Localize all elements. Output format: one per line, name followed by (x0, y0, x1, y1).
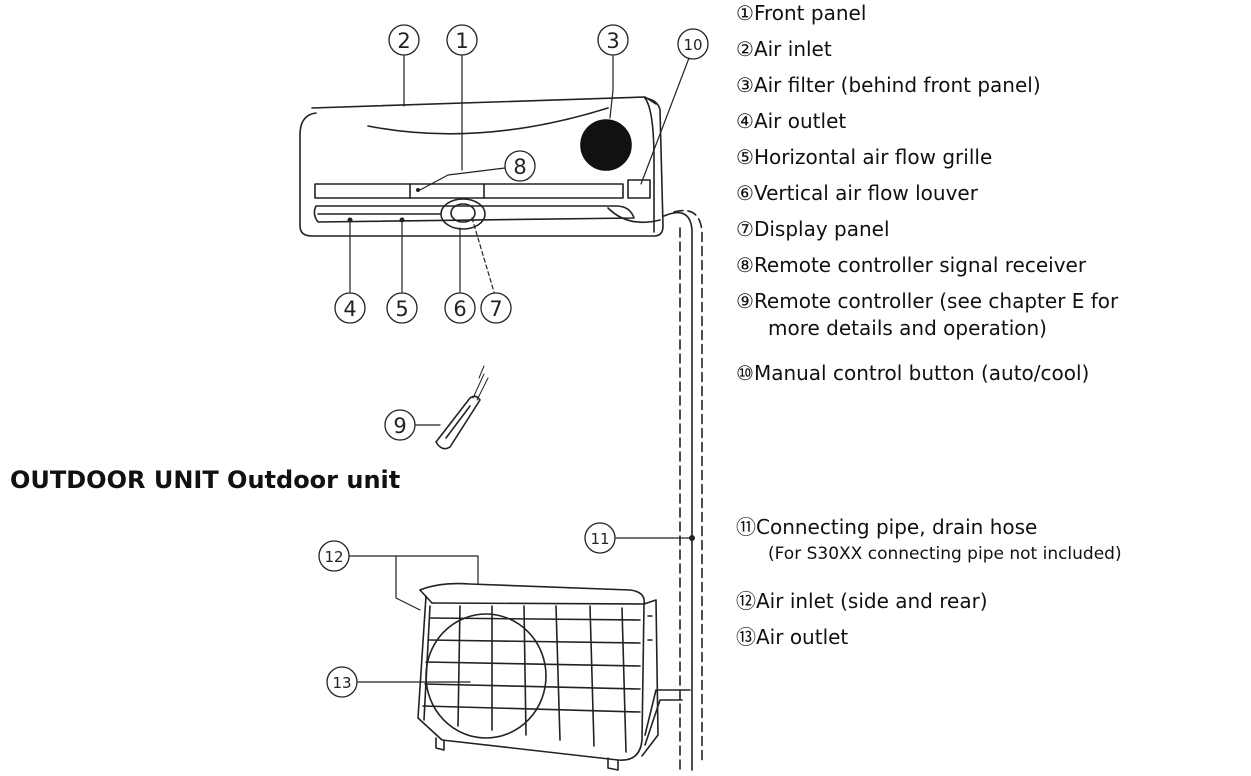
legend-text: Air inlet (753, 37, 832, 61)
callout-6: 6 (444, 292, 476, 324)
legend-marker: ③ (736, 73, 754, 97)
callout-10: 10 (677, 28, 709, 60)
svg-text:5: 5 (395, 297, 408, 321)
legend-text: Display panel (753, 217, 890, 241)
indoor-unit (299, 96, 664, 237)
legend-marker: ⑪ (736, 515, 756, 539)
legend-item-12: ⑫Air inlet (side and rear) (736, 588, 988, 615)
legend-marker: ⑫ (736, 589, 756, 613)
callout-4: 4 (334, 292, 366, 324)
legend-item-1: ①Front panel (736, 0, 866, 27)
legend-text: Front panel (753, 1, 867, 25)
legend-marker: ⑦ (736, 217, 754, 241)
callout-12: 12 (318, 540, 350, 572)
legend-marker: ⑨ (736, 289, 754, 313)
legend-text: Vertical air flow louver (753, 181, 978, 205)
legend-item-5: ⑤Horizontal air flow grille (736, 144, 992, 171)
legend-text: Air inlet (side and rear) (756, 589, 988, 613)
legend-text: Air outlet (756, 625, 849, 649)
legend-text: Connecting pipe, drain hose (756, 515, 1038, 539)
legend-text: Air outlet (753, 109, 847, 133)
svg-text:1: 1 (455, 29, 468, 53)
svg-text:9: 9 (393, 414, 406, 438)
legend-marker: ⑬ (736, 625, 756, 649)
callout-8: 8 (504, 150, 536, 182)
callout-11: 11 (584, 522, 616, 554)
callout-2: 2 (388, 24, 420, 56)
connecting-pipe (644, 209, 703, 771)
legend-item-9: ⑨Remote controller (see chapter E for mor… (736, 288, 1118, 342)
callout-7: 7 (480, 292, 512, 324)
callout-3: 3 (597, 24, 629, 56)
legend-text: Remote controller (see chapter E for (753, 289, 1119, 313)
filter-dark-circle (580, 119, 632, 171)
legend-text: Remote controller signal receiver (753, 253, 1087, 277)
callout-1: 1 (446, 24, 478, 56)
legend-marker: ⑥ (736, 181, 754, 205)
legend-item-7: ⑦Display panel (736, 216, 890, 243)
legend-text: Manual control button (auto/cool) (753, 361, 1090, 385)
svg-text:13: 13 (332, 674, 351, 692)
svg-text:4: 4 (343, 297, 356, 321)
legend-marker: ⑤ (736, 145, 754, 169)
legend-item-13: ⑬Air outlet (736, 624, 848, 651)
callout-9: 9 (384, 409, 416, 441)
legend-note: (For S30XX connecting pipe not included) (768, 544, 1122, 564)
svg-text:12: 12 (324, 548, 343, 566)
legend-item-6: ⑥Vertical air flow louver (736, 180, 978, 207)
svg-text:2: 2 (397, 29, 410, 53)
legend-text: Air filter (behind front panel) (753, 73, 1041, 97)
outdoor-unit (417, 582, 659, 771)
legend-item-2: ②Air inlet (736, 36, 832, 63)
legend-continuation: more details and operation) (768, 316, 1047, 340)
legend-text: Horizontal air flow grille (753, 145, 993, 169)
legend-item-10: ⑩Manual control button (auto/cool) (736, 360, 1089, 387)
legend-item-3: ③Air filter (behind front panel) (736, 72, 1041, 99)
legend-marker: ④ (736, 109, 754, 133)
svg-text:11: 11 (590, 530, 609, 548)
legend-item-4: ④Air outlet (736, 108, 846, 135)
callout-5: 5 (386, 292, 418, 324)
svg-text:8: 8 (513, 155, 526, 179)
svg-text:7: 7 (489, 297, 502, 321)
svg-text:3: 3 (606, 29, 619, 53)
svg-text:10: 10 (683, 36, 702, 54)
legend-item-11: ⑪Connecting pipe, drain hose (For S30XX c… (736, 514, 1122, 568)
outdoor-unit-title: OUTDOOR UNIT Outdoor unit (10, 466, 401, 494)
callout-13: 13 (326, 666, 358, 698)
legend-marker: ⑧ (736, 253, 754, 277)
legend-marker: ⑩ (736, 361, 754, 385)
legend-marker: ① (736, 1, 754, 25)
legend-marker: ② (736, 37, 754, 61)
legend-item-8: ⑧Remote controller signal receiver (736, 252, 1086, 279)
remote-controller (435, 365, 489, 450)
svg-text:6: 6 (453, 297, 466, 321)
